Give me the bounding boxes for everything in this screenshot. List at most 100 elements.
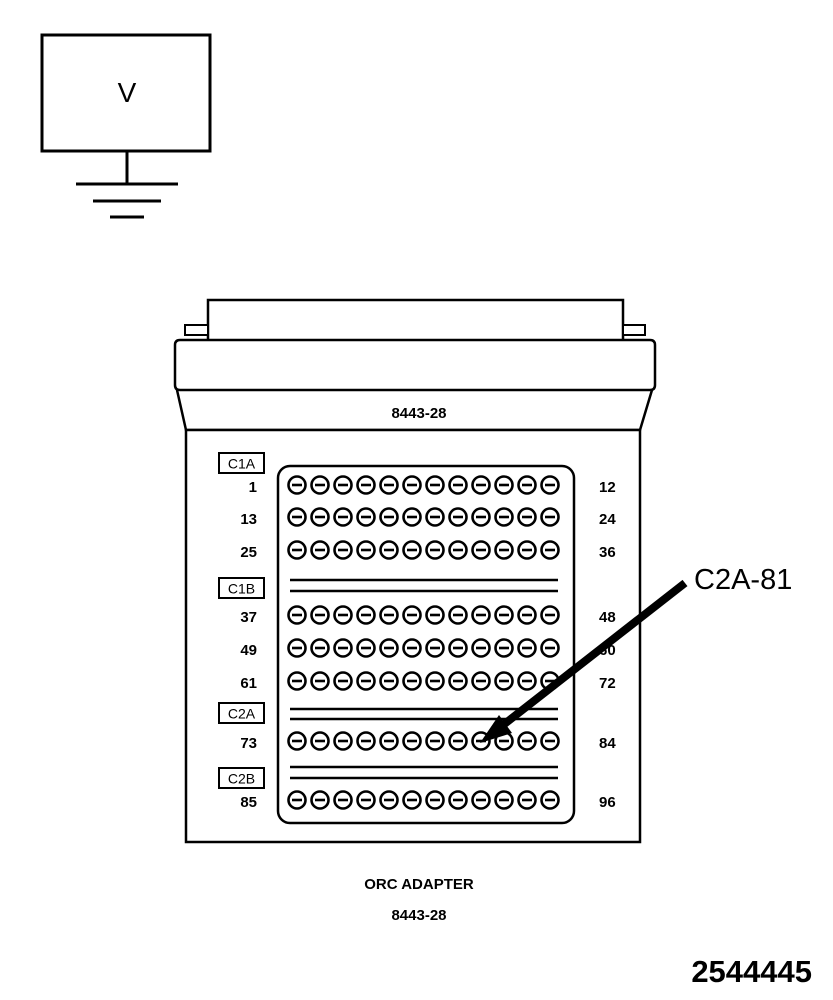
pin-96	[540, 790, 560, 810]
pin-30	[402, 540, 422, 560]
pin-76	[356, 731, 376, 751]
pin-69	[471, 671, 491, 691]
adapter-part-number: 8443-28	[391, 405, 446, 422]
pin-row-start-label: 13	[240, 511, 257, 528]
pin-9	[471, 475, 491, 495]
pin-11	[517, 475, 537, 495]
pin-55	[425, 638, 445, 658]
pin-41	[379, 605, 399, 625]
pin-15	[333, 507, 353, 527]
pin-36	[540, 540, 560, 560]
pin-59	[517, 638, 537, 658]
pin-92	[448, 790, 468, 810]
pin-27	[333, 540, 353, 560]
pin-20	[448, 507, 468, 527]
figure-number: 2544445	[691, 954, 812, 989]
svg-text:C2B: C2B	[228, 771, 255, 787]
callout-arrow-line	[495, 579, 688, 733]
pin-row-end-label: 84	[599, 735, 616, 752]
pin-45	[471, 605, 491, 625]
pin-row-end-label: 36	[599, 544, 616, 561]
pin-61	[287, 671, 307, 691]
voltmeter-symbol: V	[40, 33, 212, 219]
pin-4	[356, 475, 376, 495]
pin-60	[540, 638, 560, 658]
svg-text:C1A: C1A	[228, 456, 256, 472]
pin-25	[287, 540, 307, 560]
svg-text:C2A: C2A	[228, 706, 256, 722]
pin-13	[287, 507, 307, 527]
pin-66	[402, 671, 422, 691]
pin-5	[379, 475, 399, 495]
pin-12	[540, 475, 560, 495]
pin-29	[379, 540, 399, 560]
bank-label-c1b: C1B	[218, 577, 265, 599]
pin-84	[540, 731, 560, 751]
adapter-tab-right	[622, 324, 646, 336]
pin-row-start-label: 37	[240, 609, 257, 626]
pin-22	[494, 507, 514, 527]
pin-row-end-label: 12	[599, 479, 616, 496]
callout: C2A-81	[480, 564, 792, 743]
pin-64	[356, 671, 376, 691]
pin-row-start-label: 73	[240, 735, 257, 752]
pin-6	[402, 475, 422, 495]
voltmeter-label: V	[118, 77, 137, 108]
pin-80	[448, 731, 468, 751]
pin-row-start-label: 1	[249, 479, 257, 496]
pin-row-end-label: 72	[599, 675, 616, 692]
pin-2	[310, 475, 330, 495]
adapter-cap	[173, 338, 657, 392]
pin-row-end-label: 24	[599, 511, 616, 528]
pin-56	[448, 638, 468, 658]
voltmeter-box	[40, 33, 212, 153]
pin-88	[356, 790, 376, 810]
bank-label-c1a: C1A	[218, 452, 265, 474]
pin-24	[540, 507, 560, 527]
callout-label: C2A-81	[694, 564, 792, 596]
pin-33	[471, 540, 491, 560]
pin-85	[287, 790, 307, 810]
pin-row-start-label: 49	[240, 642, 257, 659]
pin-43	[425, 605, 445, 625]
pin-35	[517, 540, 537, 560]
pin-79	[425, 731, 445, 751]
pin-68	[448, 671, 468, 691]
pin-31	[425, 540, 445, 560]
pin-23	[517, 507, 537, 527]
pin-75	[333, 731, 353, 751]
adapter-caption-number: 8443-28	[391, 907, 446, 924]
pin-7	[425, 475, 445, 495]
pin-90	[402, 790, 422, 810]
pin-89	[379, 790, 399, 810]
pin-row-end-label: 96	[599, 794, 616, 811]
pin-91	[425, 790, 445, 810]
pin-17	[379, 507, 399, 527]
pin-93	[471, 790, 491, 810]
pin-77	[379, 731, 399, 751]
pin-16	[356, 507, 376, 527]
pin-32	[448, 540, 468, 560]
adapter-caption-name: ORC ADAPTER	[364, 876, 474, 893]
pin-94	[494, 790, 514, 810]
pin-49	[287, 638, 307, 658]
pin-row-end-label: 48	[599, 609, 616, 626]
pin-46	[494, 605, 514, 625]
pin-57	[471, 638, 491, 658]
pin-73	[287, 731, 307, 751]
pin-row-start-label: 25	[240, 544, 257, 561]
pin-3	[333, 475, 353, 495]
pin-51	[333, 638, 353, 658]
pin-62	[310, 671, 330, 691]
pin-10	[494, 475, 514, 495]
bank-labels: C1A C1B C2A C2B	[218, 452, 265, 789]
pin-40	[356, 605, 376, 625]
adapter-tab-left	[184, 324, 209, 336]
pin-63	[333, 671, 353, 691]
pin-grid	[287, 475, 560, 810]
pin-83	[517, 731, 537, 751]
pin-14	[310, 507, 330, 527]
